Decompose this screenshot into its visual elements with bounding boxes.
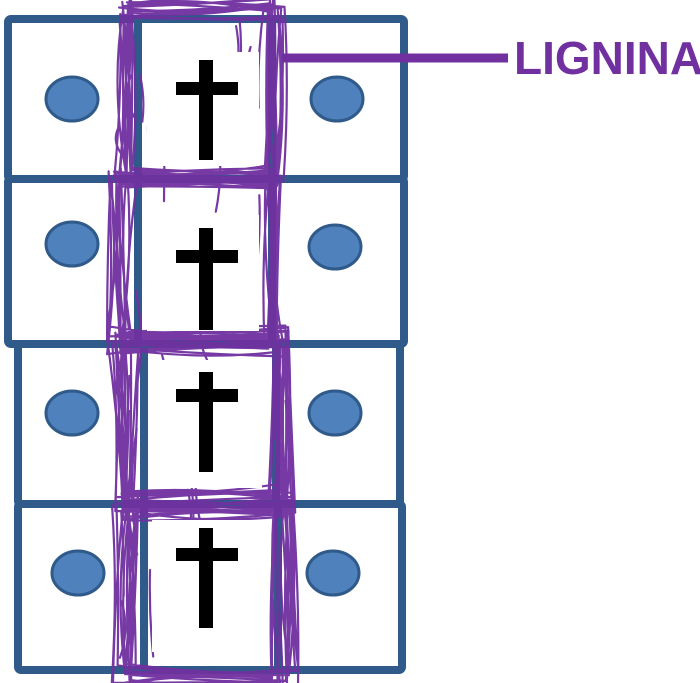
nucleus-circle — [305, 549, 361, 597]
lignina-label: LIGNINA — [514, 32, 700, 84]
nucleus-circle — [307, 389, 363, 437]
crosses — [176, 60, 238, 628]
cross-icon — [176, 60, 238, 160]
nucleus-circle — [50, 549, 106, 597]
nucleus-circle — [309, 75, 365, 123]
cross-icon — [176, 372, 238, 472]
nucleus-circle — [307, 223, 363, 271]
lignin-scribble-loop — [110, 483, 300, 683]
nucleus-circle — [44, 75, 100, 123]
cross-icon — [176, 228, 238, 330]
nucleus-circle — [44, 220, 100, 268]
nuclei — [44, 75, 365, 597]
nucleus-circle — [44, 389, 100, 437]
cross-icon — [176, 528, 238, 628]
